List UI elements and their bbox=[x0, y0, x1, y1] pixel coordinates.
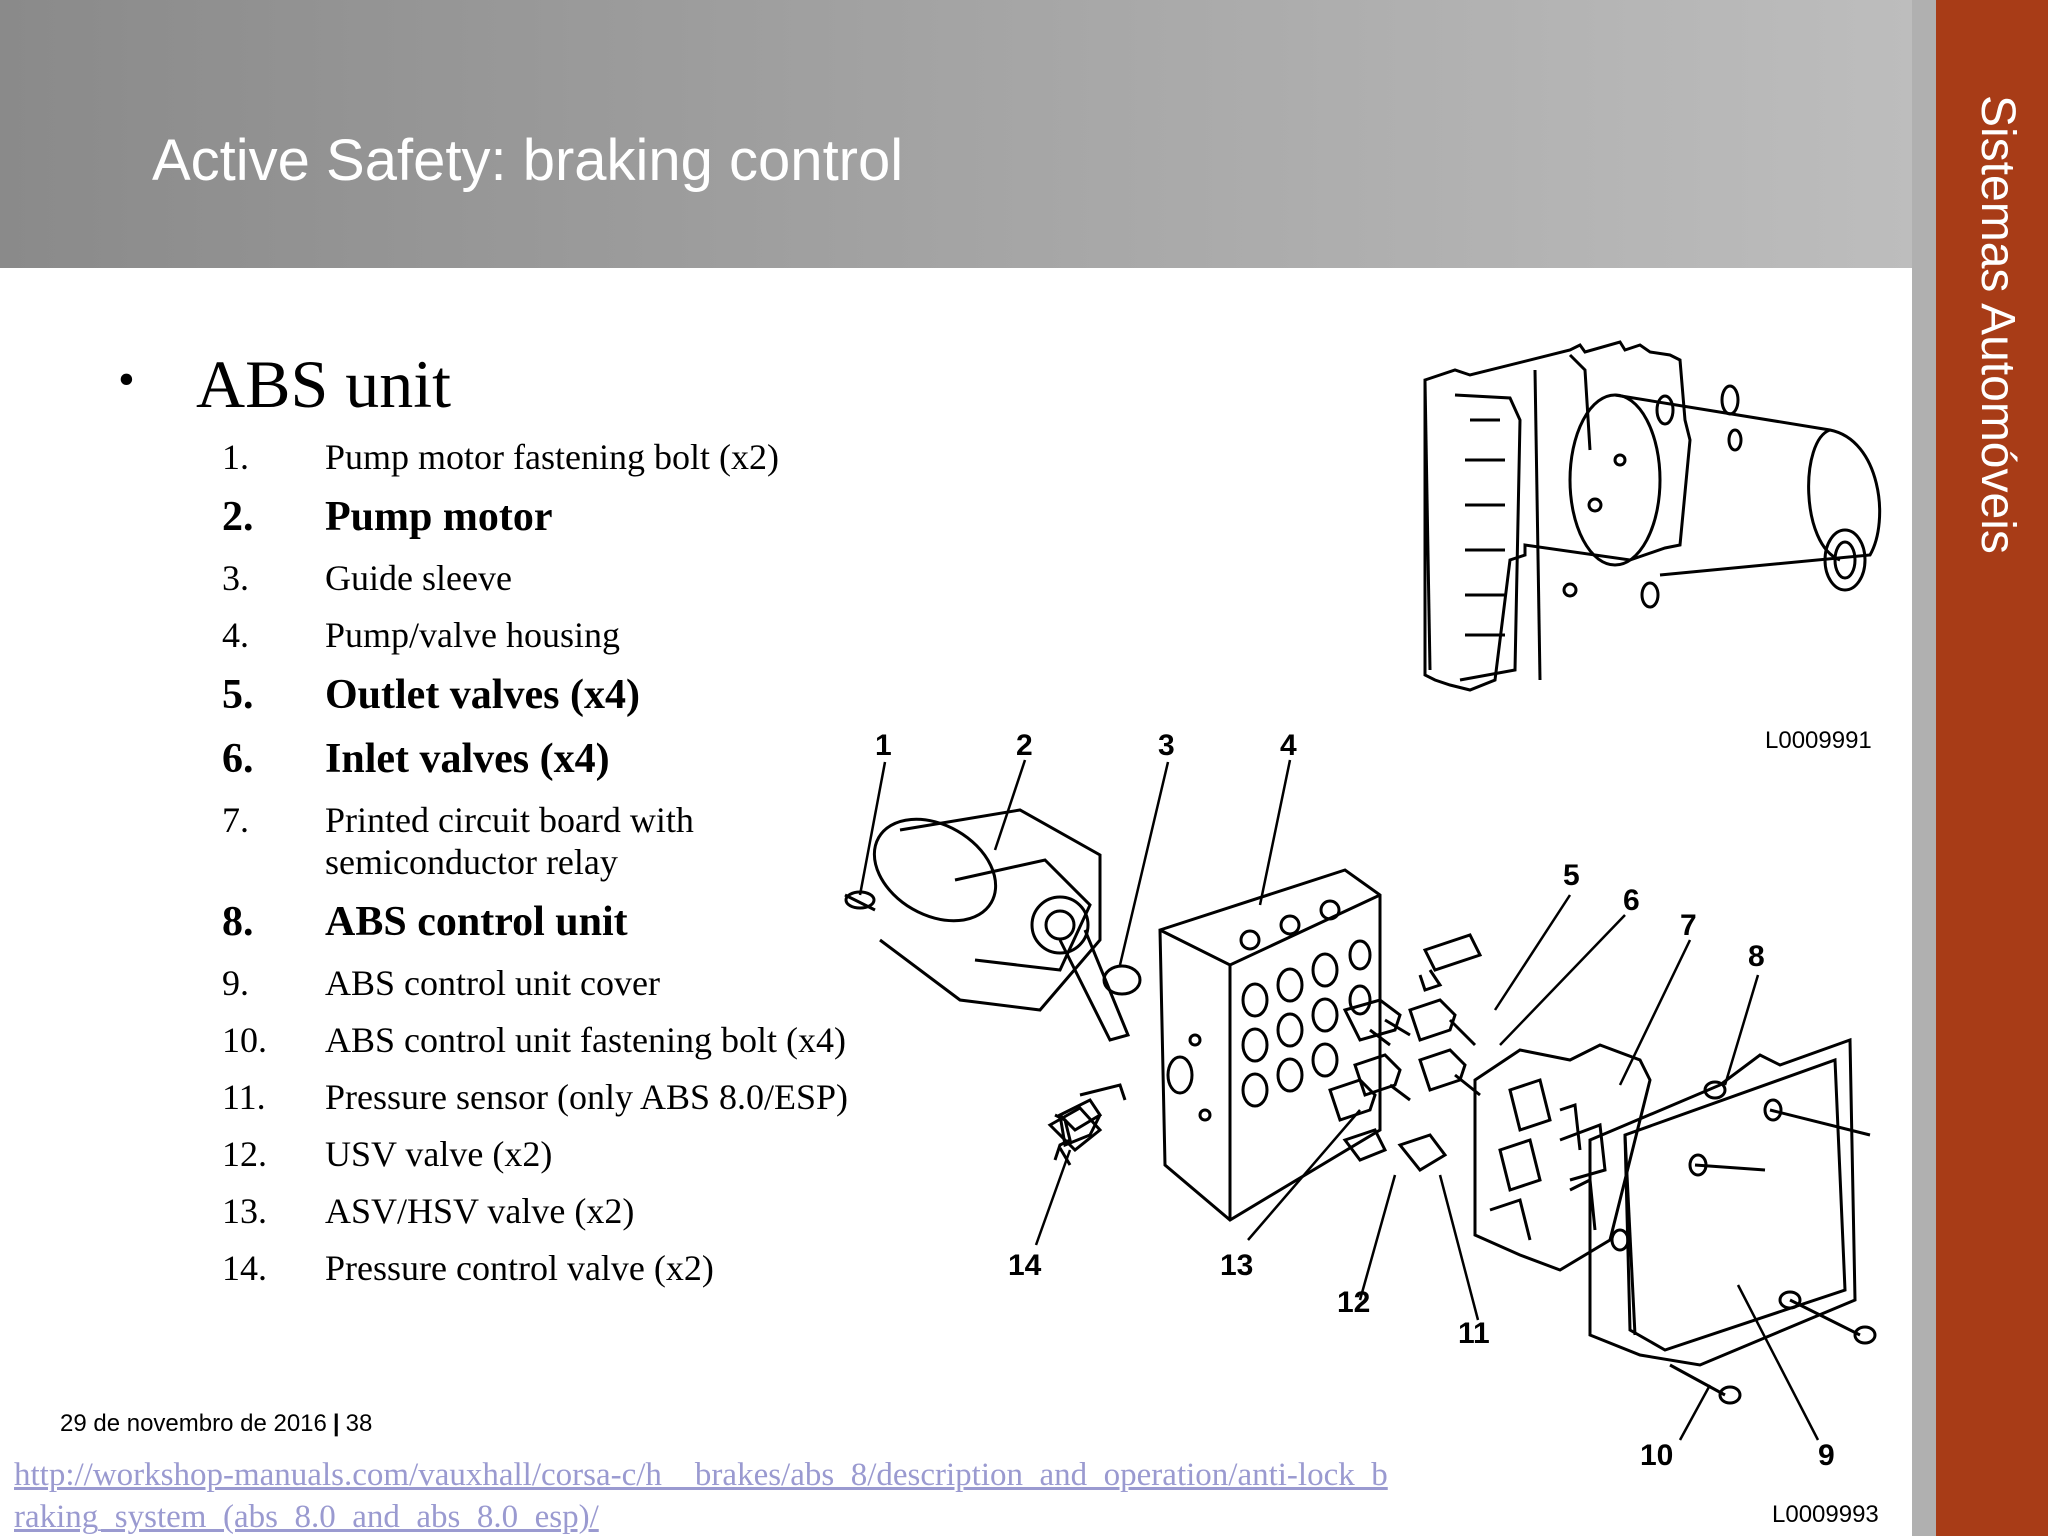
list-item-number: 8. bbox=[222, 899, 254, 945]
side-title: Sistemas Automóveis bbox=[1971, 95, 2024, 554]
list-item-text: Pump motor fastening bolt (x2) bbox=[325, 437, 779, 477]
pressure-control-valve-part bbox=[1047, 1106, 1103, 1166]
part-label: 7 bbox=[1680, 909, 1697, 942]
list-item-text: Printed circuit board with semiconductor… bbox=[325, 800, 694, 882]
list-item-number: 9. bbox=[222, 963, 249, 1003]
side-divider bbox=[1912, 0, 1936, 1536]
leader-lines bbox=[858, 759, 1820, 1441]
part-label: 13 bbox=[1220, 1249, 1253, 1282]
part-label: 10 bbox=[1640, 1439, 1673, 1472]
list-item: 9. ABS control unit cover bbox=[222, 962, 942, 1004]
part-label: 4 bbox=[1280, 729, 1297, 762]
list-item: 3. Guide sleeve bbox=[222, 557, 942, 599]
section-heading: ABS unit bbox=[196, 346, 452, 422]
part-label: 9 bbox=[1818, 1439, 1835, 1472]
abs-unit-diagram: 1 2 3 4 5 6 7 8 9 10 11 12 13 14 L000999… bbox=[844, 340, 1882, 1528]
list-item-number: 4. bbox=[222, 615, 249, 655]
list-item-number: 3. bbox=[222, 558, 249, 598]
list-item-text: ABS control unit fastening bolt (x4) bbox=[325, 1020, 846, 1060]
footer-separator: | bbox=[332, 1410, 340, 1437]
list-item: 11. Pressure sensor (only ABS 8.0/ESP) bbox=[222, 1076, 942, 1118]
pump-valve-housing-part bbox=[1158, 868, 1382, 1222]
list-item: 2. Pump motor bbox=[222, 493, 942, 541]
list-item-number: 11. bbox=[222, 1077, 266, 1117]
figure-ref-top: L0009991 bbox=[1765, 727, 1872, 754]
side-bar: Sistemas Automóveis bbox=[1936, 0, 2048, 1536]
list-item-text: ABS control unit bbox=[325, 899, 628, 945]
footer-date: 29 de novembro de 2016 bbox=[60, 1410, 327, 1437]
side-title-container: Sistemas Automóveis bbox=[1965, 95, 2025, 695]
list-item-number: 6. bbox=[222, 736, 254, 782]
list-item-number: 14. bbox=[222, 1248, 267, 1288]
list-item-text: Guide sleeve bbox=[325, 558, 512, 598]
guide-sleeve-part bbox=[1102, 964, 1142, 996]
list-item: 4. Pump/valve housing bbox=[222, 614, 942, 656]
list-item: 5. Outlet valves (x4) bbox=[222, 671, 942, 719]
list-item-number: 1. bbox=[222, 437, 249, 477]
part-label: 14 bbox=[1008, 1249, 1042, 1282]
list-item-number: 10. bbox=[222, 1020, 267, 1060]
parts-list: 1. Pump motor fastening bolt (x2) 2. Pump m… bbox=[222, 436, 942, 1304]
part-label: 6 bbox=[1623, 884, 1640, 917]
list-item-text: Pump/valve housing bbox=[325, 615, 620, 655]
list-item: 14. Pressure control valve (x2) bbox=[222, 1247, 942, 1289]
list-item-number: 5. bbox=[222, 672, 254, 718]
list-item-text: Pump motor bbox=[325, 494, 553, 540]
fastening-bolts bbox=[1669, 1098, 1877, 1405]
valves-group bbox=[1057, 933, 1483, 1172]
source-link[interactable]: http://workshop-manuals.com/vauxhall/cor… bbox=[14, 1457, 1388, 1535]
list-item: 8. ABS control unit bbox=[222, 898, 942, 946]
list-item-text: Pressure control valve (x2) bbox=[325, 1248, 714, 1288]
list-item: 13. ASV/HSV valve (x2) bbox=[222, 1190, 942, 1232]
page-number: 38 bbox=[345, 1410, 373, 1437]
part-label: 1 bbox=[875, 729, 892, 762]
bullet-dot: • bbox=[118, 353, 135, 406]
list-item-number: 12. bbox=[222, 1134, 267, 1174]
pump-motor-part bbox=[844, 808, 1131, 1042]
list-item-text: Outlet valves (x4) bbox=[325, 672, 640, 718]
footer-date-page: 29 de novembro de 2016|38 bbox=[60, 1410, 372, 1438]
list-item-text: ASV/HSV valve (x2) bbox=[325, 1191, 635, 1231]
slide-title: Active Safety: braking control bbox=[152, 128, 904, 193]
part-label: 11 bbox=[1458, 1317, 1490, 1350]
list-item-text: Inlet valves (x4) bbox=[325, 736, 610, 782]
part-number-labels: 1 2 3 4 5 6 7 8 9 10 11 12 13 14 bbox=[875, 729, 1835, 1472]
part-label: 8 bbox=[1748, 940, 1765, 973]
list-item-number: 13. bbox=[222, 1191, 267, 1231]
part-label: 3 bbox=[1158, 729, 1175, 762]
list-item-text: USV valve (x2) bbox=[325, 1134, 553, 1174]
slide-header: Active Safety: braking control bbox=[0, 0, 1912, 268]
assembled-abs-unit bbox=[1423, 340, 1882, 692]
list-item-text: ABS control unit cover bbox=[325, 963, 660, 1003]
part-label: 5 bbox=[1563, 859, 1580, 892]
part-label: 2 bbox=[1016, 729, 1033, 762]
list-item-number: 2. bbox=[222, 494, 254, 540]
figure-ref-bottom: L0009993 bbox=[1772, 1501, 1879, 1528]
list-item: 7. Printed circuit board with semiconduct… bbox=[222, 799, 942, 883]
list-item-text: Pressure sensor (only ABS 8.0/ESP) bbox=[325, 1077, 849, 1117]
part-label: 12 bbox=[1337, 1286, 1370, 1319]
list-item: 6. Inlet valves (x4) bbox=[222, 735, 942, 783]
list-item: 1. Pump motor fastening bolt (x2) bbox=[222, 436, 942, 478]
abs-control-unit-part bbox=[1588, 1037, 1857, 1367]
list-item-number: 7. bbox=[222, 800, 249, 840]
list-item: 12. USV valve (x2) bbox=[222, 1133, 942, 1175]
list-item: 10. ABS control unit fastening bolt (x4) bbox=[222, 1019, 942, 1061]
